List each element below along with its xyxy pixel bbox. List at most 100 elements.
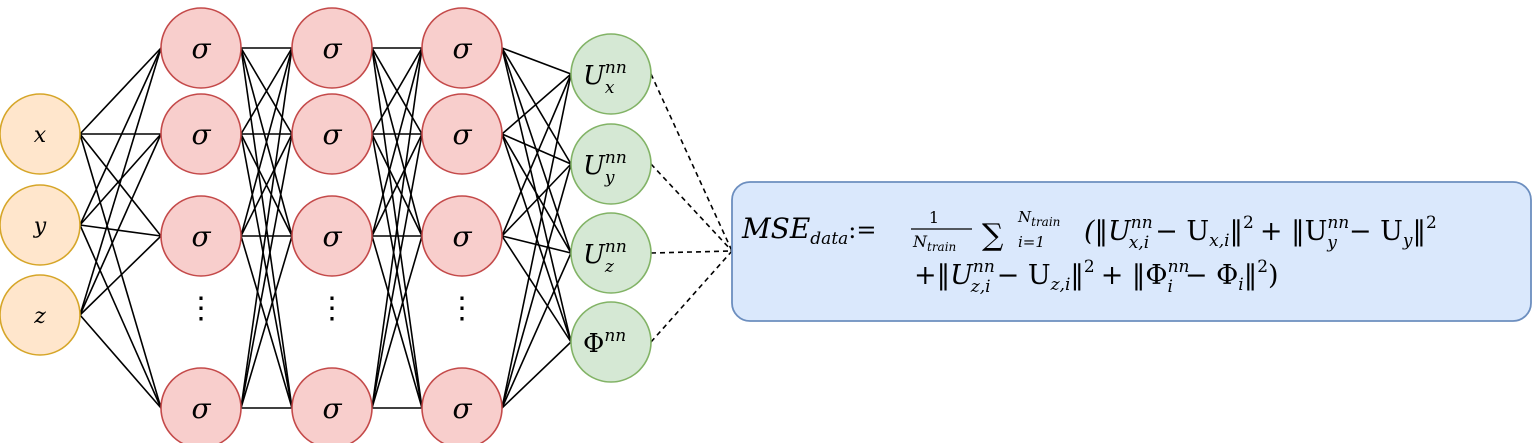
- loss-fraction-denominator: Ntrain: [912, 232, 956, 254]
- loss-lhs-sub: data: [810, 229, 848, 249]
- input-node-x: x: [0, 93, 81, 175]
- hidden-node-l2-0: σ: [291, 7, 373, 89]
- hidden-node-circle: [421, 7, 503, 89]
- edge-h1-3-to-h2-1: [240, 133, 293, 409]
- edge-input-2-to-h1-2: [79, 235, 162, 316]
- hidden-node-l3-2: σ: [421, 195, 503, 277]
- edge-h3-1-to-output-2: [501, 133, 572, 254]
- loss-l1-term-d-sup: nn: [1327, 213, 1349, 233]
- edge-h2-3-to-h3-2: [371, 235, 423, 409]
- input-node-label: x: [34, 123, 47, 148]
- edge-input-1-to-h1-2: [79, 224, 162, 237]
- network-connections: [79, 47, 572, 409]
- hidden-node-l1-0: σ: [160, 7, 242, 89]
- hidden-node-label: σ: [322, 220, 342, 253]
- loss-sum-lower: i=1: [1018, 233, 1045, 251]
- edge-h1-1-to-h2-0: [240, 47, 293, 135]
- loss-l2-term-b: − U: [997, 260, 1051, 291]
- edge-input-2-to-h1-3: [79, 314, 162, 409]
- hidden-node-circle: [160, 195, 242, 277]
- hidden-node-l3-3: σ: [421, 367, 503, 443]
- edge-input-2-to-h1-0: [79, 47, 162, 316]
- loss-link-2: [650, 250, 733, 254]
- loss-l1-term-d-sub: y: [1326, 233, 1337, 253]
- output-node-circle: [570, 212, 652, 294]
- hidden-node-label: σ: [322, 32, 342, 65]
- hidden-node-label: σ: [322, 118, 342, 151]
- loss-l2-term-c-sup: 2: [1084, 257, 1095, 277]
- loss-connections: [650, 73, 733, 343]
- loss-l1-term-a: (‖U: [1084, 216, 1132, 247]
- loss-line-1: MSEdata:=: [741, 212, 876, 249]
- edge-h2-3-to-h3-1: [371, 133, 423, 409]
- hidden-node-label: σ: [191, 32, 211, 65]
- output-node-3: Φnn: [570, 301, 652, 383]
- loss-l2-term-e: − Φ: [1185, 260, 1238, 291]
- input-node-circle: [0, 274, 81, 356]
- loss-sum-upper-n: N: [1017, 208, 1032, 226]
- hidden-node-label: σ: [191, 392, 211, 425]
- input-node-z: z: [0, 274, 81, 356]
- hidden-node-label: σ: [452, 220, 472, 253]
- loss-l1-term-c-sup: 2: [1243, 213, 1254, 233]
- hidden-node-l1-2: σ: [160, 195, 242, 277]
- loss-sum-upper-sub: train: [1031, 215, 1060, 229]
- hidden-node-circle: [421, 93, 503, 175]
- loss-l1-term-b-sub: x,i: [1209, 231, 1229, 251]
- loss-link-0: [650, 73, 733, 252]
- hidden-layer-3-ellipsis: ⋮: [447, 291, 477, 326]
- edge-h3-2-to-output-0: [501, 73, 572, 237]
- hidden-node-circle: [291, 195, 373, 277]
- loss-l2-term-d-sup: nn: [1168, 257, 1190, 277]
- hidden-node-circle: [421, 367, 503, 443]
- edge-input-0-to-h1-0: [79, 47, 162, 135]
- hidden-node-label: σ: [452, 118, 472, 151]
- hidden-layer-2-ellipsis: ⋮: [317, 291, 347, 326]
- input-node-label: z: [33, 304, 46, 329]
- loss-l2-term-a-sub: z,i: [970, 277, 991, 297]
- edge-h3-3-to-output-2: [501, 252, 572, 409]
- hidden-node-circle: [291, 367, 373, 443]
- hidden-node-circle: [291, 7, 373, 89]
- loss-fraction-numerator: 1: [929, 208, 939, 227]
- edge-input-0-to-h1-3: [79, 133, 162, 409]
- hidden-node-label: σ: [191, 118, 211, 151]
- hidden-node-l1-3: σ: [160, 367, 242, 443]
- edge-h3-2-to-output-3: [501, 235, 572, 343]
- loss-l2-term-a: +‖U: [914, 260, 974, 291]
- edge-h2-2-to-h3-1: [371, 133, 423, 237]
- loss-sum-symbol: ∑: [982, 218, 1004, 253]
- edge-h3-0-to-output-1: [501, 47, 572, 165]
- loss-l1-term-a-sup: nn: [1131, 213, 1153, 233]
- hidden-node-label: σ: [191, 220, 211, 253]
- hidden-node-l1-1: σ: [160, 93, 242, 175]
- edge-h3-0-to-output-0: [501, 47, 572, 75]
- edge-h1-2-to-h2-0: [240, 47, 293, 237]
- edge-h1-2-to-h2-1: [240, 133, 293, 237]
- edge-h2-3-to-h3-0: [371, 47, 423, 409]
- loss-l1-term-e: − U: [1349, 216, 1403, 247]
- loss-l2-term-f: ‖: [1244, 260, 1258, 291]
- loss-link-1: [650, 163, 733, 252]
- loss-lhs: MSE: [741, 212, 810, 245]
- hidden-node-circle: [421, 195, 503, 277]
- edge-h2-2-to-h3-0: [371, 47, 423, 237]
- loss-l2-term-d: + ‖Φ: [1101, 260, 1168, 291]
- loss-l1-term-e-sub: y: [1402, 231, 1413, 251]
- edge-input-0-to-h1-2: [79, 133, 162, 237]
- loss-box-background: [731, 181, 1532, 322]
- edge-input-2-to-h1-1: [79, 133, 162, 316]
- input-node-label: y: [33, 214, 47, 239]
- loss-l2-term-b-sub: z,i: [1050, 275, 1071, 295]
- output-node-circle: [570, 301, 652, 383]
- loss-l1-term-f-sup: 2: [1426, 213, 1437, 233]
- input-node-circle: [0, 184, 81, 266]
- hidden-node-l2-3: σ: [291, 367, 373, 443]
- loss-l2-term-g: ): [1268, 260, 1279, 291]
